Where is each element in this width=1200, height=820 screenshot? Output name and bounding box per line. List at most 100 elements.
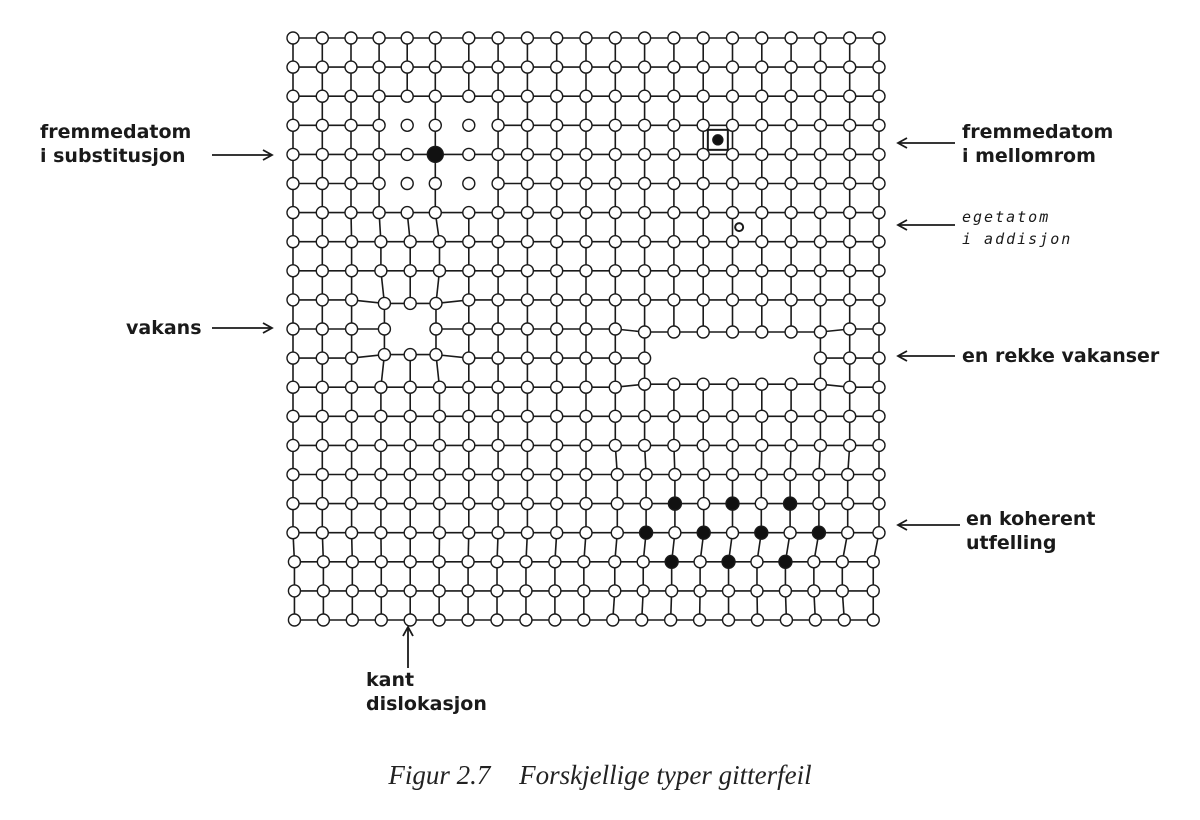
lattice-atom: [462, 118, 476, 133]
lattice-atom: [637, 351, 652, 365]
lattice-atom: [872, 234, 886, 249]
lattice-atom: [608, 60, 622, 74]
lattice-atom: [550, 234, 564, 249]
lattice-atom: [286, 467, 300, 482]
lattice-atom: [403, 264, 417, 278]
lattice-atom: [784, 205, 798, 220]
lattice-atom: [344, 60, 358, 74]
lattice-atom: [428, 118, 442, 133]
lattice-atom: [725, 176, 740, 191]
lattice-atom: [286, 409, 300, 423]
lattice-atom: [750, 555, 764, 569]
lattice-atom: [315, 322, 329, 336]
lattice-atom: [784, 234, 798, 249]
lattice-atom: [693, 555, 707, 569]
lattice-atom: [372, 176, 386, 191]
lattice-atom: [428, 89, 442, 103]
lattice-atom: [725, 60, 740, 74]
lattice-atom: [344, 234, 359, 249]
precipitate-atom: [811, 525, 827, 540]
lattice-atom: [637, 147, 652, 162]
lattice-atom: [667, 176, 681, 191]
lattice-atom: [286, 351, 300, 365]
lattice-atom: [286, 60, 300, 74]
lattice-atom: [813, 293, 828, 307]
lattice-atom: [520, 205, 535, 220]
lattice-atom: [755, 234, 769, 249]
lattice-atom: [639, 467, 653, 482]
lattice-atom: [400, 176, 414, 191]
lattice-atom: [462, 409, 476, 423]
lattice-atom: [520, 380, 535, 394]
lattice-atom: [377, 347, 392, 362]
lattice-atom: [577, 584, 591, 598]
lattice-atom: [725, 31, 740, 45]
lattice-atom: [813, 264, 828, 278]
interstitial-site-frame: [706, 128, 729, 151]
lattice-atom: [579, 264, 593, 278]
lattice-atom: [725, 438, 740, 453]
lattice-atom: [872, 264, 886, 278]
lattice-atom: [696, 60, 710, 74]
arrow-interstitial-head: [896, 137, 908, 149]
lattice-atom: [520, 351, 535, 365]
lattice-atom: [667, 293, 681, 307]
lattice-atom: [784, 147, 798, 162]
lattice-atom: [696, 147, 710, 162]
lattice-atom: [872, 89, 886, 103]
lattice-atom: [316, 613, 331, 627]
lattice-atom: [784, 293, 798, 307]
lattice-atom: [696, 118, 710, 133]
lattice-atom: [286, 496, 300, 511]
lattice-atom: [432, 409, 447, 423]
lattice-atom: [491, 438, 505, 453]
substitutional-foreign-atom: [426, 145, 444, 164]
lattice-atom: [345, 613, 360, 627]
lattice-atom: [784, 377, 798, 391]
lattice-atom: [841, 467, 855, 482]
lattice-atom: [462, 234, 476, 249]
lattice-atom: [579, 147, 593, 162]
lattice-atom: [637, 264, 652, 278]
lattice-atom: [667, 31, 681, 45]
lattice-atom: [872, 380, 886, 394]
lattice-atom: [432, 613, 446, 627]
lattice-atom: [637, 409, 652, 423]
lattice-atom: [784, 118, 798, 133]
lattice-atom: [610, 526, 624, 540]
lattice-atom: [315, 60, 329, 74]
lattice-atom: [866, 555, 880, 569]
lattice-atom: [432, 496, 447, 511]
lattice-atom: [403, 467, 417, 482]
lattice-atom: [608, 234, 622, 249]
lattice-atom: [779, 613, 794, 627]
lattice-atom: [843, 380, 857, 394]
lattice-atom: [403, 347, 417, 362]
lattice-atom: [696, 89, 710, 103]
lattice-atom: [608, 205, 622, 220]
label-arrows: [212, 137, 960, 668]
lattice-atom: [577, 613, 591, 627]
lattice-atom: [843, 264, 857, 278]
lattice-atom: [693, 584, 707, 598]
lattice-atom: [812, 496, 826, 511]
lattice-atom: [667, 409, 681, 423]
self-interstitial-atom: [734, 222, 745, 233]
arrow-coherent-precipitate-head: [896, 519, 908, 531]
lattice-atom: [750, 613, 765, 627]
lattice-atom: [344, 380, 359, 394]
lattice-atom: [315, 351, 329, 365]
lattice-atom: [287, 584, 302, 598]
lattice-atom: [403, 296, 417, 311]
lattice-atom: [520, 176, 535, 191]
lattice-atom: [813, 147, 828, 162]
lattice-atom: [491, 234, 505, 249]
lattice-atom: [783, 526, 797, 540]
label-vacancy: vakans: [126, 317, 202, 339]
lattice-atom: [520, 438, 535, 453]
lattice-atom: [813, 409, 828, 423]
lattice-atom: [462, 147, 476, 162]
lattice-atom: [550, 293, 564, 307]
lattice-atom: [315, 264, 329, 278]
lattice-atom: [608, 438, 622, 453]
